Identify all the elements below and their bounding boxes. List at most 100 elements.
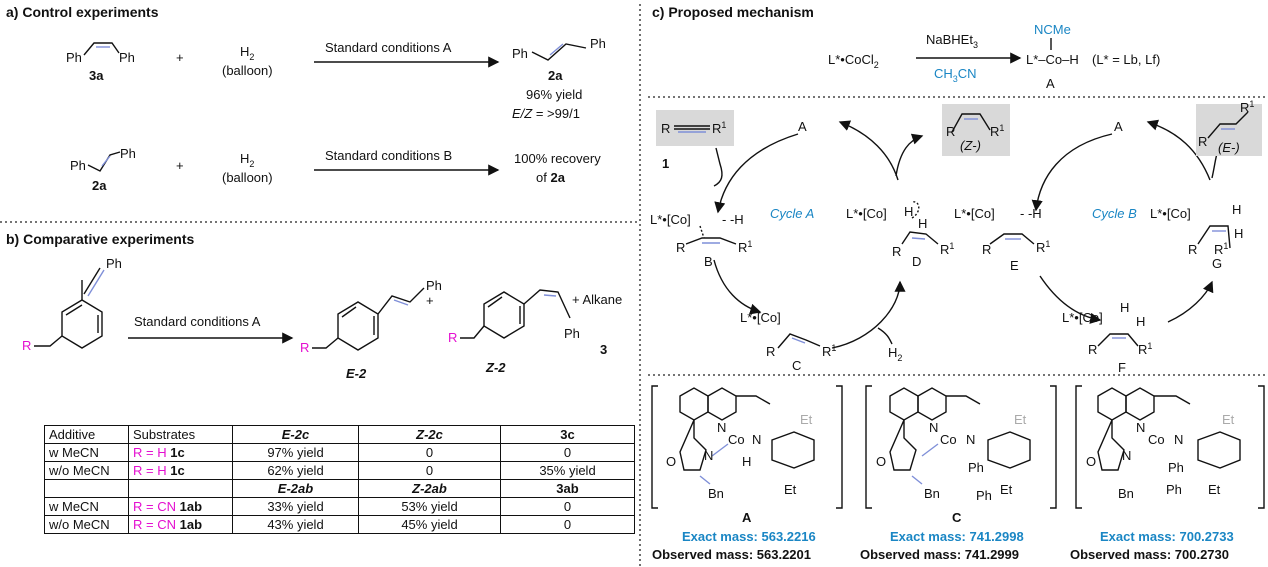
table-cell: 62% yield [232, 461, 359, 480]
section-a-title: a) Control experiments [6, 4, 159, 20]
intermediate-f-lco: L*•[Co] [1062, 310, 1103, 325]
table-cell: 33% yield [232, 497, 359, 516]
exact-mass-c: Exact mass: 741.2998 [890, 529, 1024, 544]
svg-text:Ph: Ph [1168, 460, 1184, 475]
svg-text:Ph: Ph [106, 256, 122, 271]
table-header-row: Additive Substrates E-2c Z-2c 3c [44, 425, 635, 444]
cycle-b-arrow-1 [1031, 133, 1113, 212]
intermediate-d-h1: H [904, 204, 913, 219]
node-e: E [1010, 258, 1019, 273]
cycle-a-node-a: A [798, 119, 807, 134]
intermediate-d-h2: H [918, 216, 927, 231]
intermediate-d-r: R [892, 244, 901, 259]
h2-reagent-cycle: H2 [888, 345, 902, 363]
nabhet3-reagent: NaBHEt3 [926, 32, 978, 50]
intermediate-d-lco: L*•[Co] [846, 206, 887, 221]
compound-3a-label: 3a [89, 68, 104, 83]
svg-text:H: H [742, 454, 751, 469]
svg-text:N: N [1122, 448, 1131, 463]
intermediate-g-lco: L*•[Co] [1150, 206, 1191, 221]
cycle-b-node-a: A [1114, 119, 1123, 134]
svg-text:O: O [1086, 454, 1096, 469]
intermediate-e-lco: L*•[Co] [954, 206, 995, 221]
hydride-label-a: A [1046, 76, 1055, 91]
table-cell: 0 [358, 443, 501, 462]
product-3-label: 3 [600, 342, 607, 357]
section-c-title: c) Proposed mechanism [652, 4, 814, 20]
svg-text:R: R [22, 338, 31, 353]
complex-c-label: C [952, 510, 962, 525]
table-cell: w/o MeCN [44, 461, 129, 480]
svg-text:Co: Co [940, 432, 957, 447]
observed-mass-c: Observed mass: 741.2999 [860, 547, 1019, 562]
table-subheader-row: E-2ab Z-2ab 3ab [44, 479, 635, 498]
table-cell: 35% yield [500, 461, 635, 480]
svg-text:N: N [717, 420, 726, 435]
cycle-b-label: Cycle B [1092, 206, 1137, 221]
cycle-b-arrow-4 [1146, 119, 1211, 181]
cobalt-hydride: L*–Co–H [1026, 52, 1079, 67]
intermediate-b-lco: L*•[Co] [650, 212, 691, 227]
svg-text:R: R [448, 330, 457, 345]
z-product-r: R [946, 124, 955, 139]
product-2a-label: 2a [548, 68, 563, 83]
svg-text:O: O [876, 454, 886, 469]
intermediate-f-h1: H [1120, 300, 1129, 315]
svg-text:N: N [1174, 432, 1183, 447]
z-stilbene-structure: Ph Ph [66, 42, 135, 65]
table-cell: 53% yield [358, 497, 501, 516]
table-cell: R = CN 1ab [128, 515, 233, 534]
svg-text:Et: Et [800, 412, 813, 427]
header-z2ab: Z-2ab [358, 479, 501, 498]
table-cell [128, 479, 233, 498]
table-cell: 0 [358, 461, 501, 480]
svg-text:N: N [704, 448, 713, 463]
intermediate-g-r1: R1 [1214, 241, 1228, 257]
cycle-a-arrow-5 [895, 133, 924, 177]
cycle-a-arrow-1 [714, 133, 799, 214]
node-f: F [1118, 360, 1126, 375]
svg-text:Co: Co [728, 432, 745, 447]
intermediate-c-r1: R1 [822, 343, 836, 359]
exact-mass-a: Exact mass: 563.2216 [682, 529, 816, 544]
table-cell: 97% yield [232, 443, 359, 462]
table-row: w/o MeCN R = CN 1ab 43% yield 45% yield … [44, 515, 635, 534]
svg-text:Bn: Bn [924, 486, 940, 501]
svg-text:Ph: Ph [1166, 482, 1182, 497]
intermediate-d-r1: R1 [940, 241, 954, 257]
table-cell: 45% yield [358, 515, 501, 534]
complex-c-structure: N Co N Ph Ph O Bn Et Et [865, 385, 1057, 509]
table-row: w/o MeCN R = H 1c 62% yield 0 35% yield [44, 461, 635, 480]
intermediate-b-r: R [676, 240, 685, 255]
svg-text:Ph: Ph [968, 460, 984, 475]
cycle-a-arrow-2 [713, 259, 762, 315]
recovery-result: 100% recovery [514, 151, 601, 166]
cobalt-precursor: L*•CoCl2 [828, 52, 879, 70]
intermediate-g-h2: H [1234, 226, 1243, 241]
header-substrates: Substrates [128, 425, 233, 444]
complex-a-label: A [742, 510, 752, 525]
intermediate-f-h2: H [1136, 314, 1145, 329]
plus-sign-b: + [426, 293, 434, 308]
complex-a-structure: N Co N H N O Bn Et Et [651, 385, 843, 509]
svg-text:N: N [1136, 420, 1145, 435]
conditions-b: Standard conditions B [325, 148, 452, 163]
svg-text:O: O [666, 454, 676, 469]
plus-sign-2: + [176, 158, 184, 173]
balloon-note: (balloon) [222, 63, 273, 78]
ez-ratio: E/Z = >99/1 [512, 106, 580, 121]
conditions-a: Standard conditions A [325, 40, 452, 55]
svg-text:Et: Et [1208, 482, 1221, 497]
section-b-title: b) Comparative experiments [6, 231, 194, 247]
header-3c: 3c [500, 425, 635, 444]
intermediate-g-r: R [1188, 242, 1197, 257]
alkyne-compound-label: 1 [662, 156, 669, 171]
intermediate-g-h1: H [1232, 202, 1241, 217]
alkyne-box [656, 110, 734, 146]
observed-mass-3: Observed mass: 700.2730 [1070, 547, 1229, 562]
svg-text:Ph: Ph [120, 146, 136, 161]
table-cell: w/o MeCN [44, 515, 129, 534]
ncme-ligand: NCMe [1034, 22, 1071, 37]
svg-text:Ph: Ph [512, 46, 528, 61]
